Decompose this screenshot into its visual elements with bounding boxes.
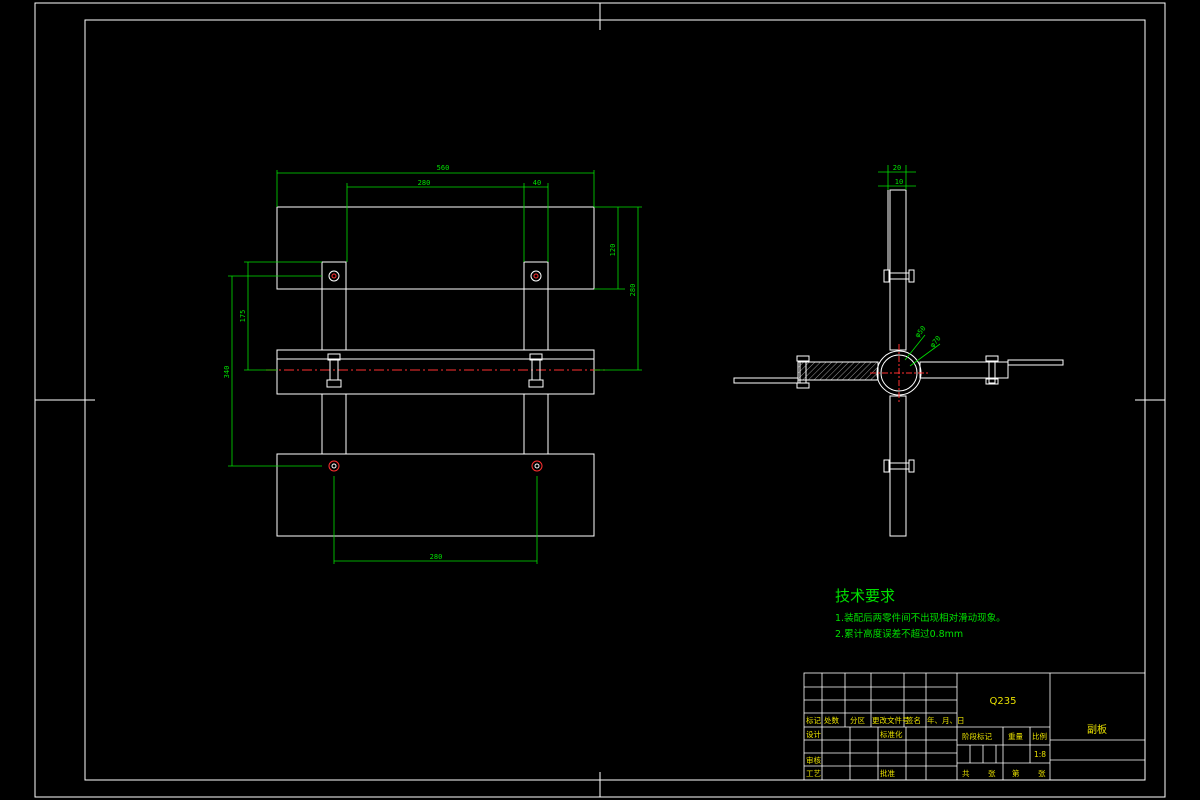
dim-bolt-spacing-top: 280 <box>418 179 431 187</box>
dim-left-long: 340 <box>223 366 231 379</box>
tb-date: 年、月、日 <box>927 715 965 725</box>
technical-requirements: 技术要求 1.装配后两零件间不出现相对滑动现象。 2.累计高度误差不超过0.8m… <box>835 587 1006 640</box>
tb-review: 审核 <box>806 755 821 765</box>
right-upper-bar <box>523 261 549 351</box>
lower-plate <box>276 453 595 537</box>
left-lower-bar <box>321 393 347 455</box>
tb-mark: 标记 <box>806 715 821 725</box>
tb-count: 处数 <box>824 715 839 725</box>
dim-right-height: 280 <box>629 284 637 297</box>
side-left-arm <box>733 377 799 384</box>
upper-plate <box>276 206 595 290</box>
dim-side-top-a: 20 <box>893 164 901 172</box>
tb-zone: 分区 <box>850 716 865 725</box>
title-block-texts: Q235 副板 标记 处数 分区 更改文件号 签名 年、月、日 设计 标准化 审… <box>806 696 1107 778</box>
side-right-thin-arm <box>1007 359 1064 366</box>
tb-process: 工艺 <box>806 769 821 778</box>
front-dimension-texts: 560 280 40 120 280 175 340 280 <box>223 164 637 561</box>
side-right-arm <box>919 361 1009 379</box>
left-upper-bar <box>321 261 347 351</box>
side-dimensions <box>878 165 941 367</box>
tb-stage-mark: 阶段标记 <box>962 731 992 741</box>
inner-frame <box>84 19 1146 781</box>
bolt-hole-upper-right <box>530 270 542 282</box>
bolt-hole-upper-left <box>328 270 340 282</box>
side-bolt-left <box>796 355 810 389</box>
right-lower-bar <box>523 393 549 455</box>
bolt-hole-lower-right <box>531 460 543 472</box>
requirement-item-1: 1.装配后两零件间不出现相对滑动现象。 <box>835 612 1006 624</box>
tb-sheet-total: 共 <box>962 769 970 778</box>
tb-scale-label: 比例 <box>1032 731 1047 741</box>
side-vertical-lower <box>889 395 907 537</box>
tb-signature: 签名 <box>906 715 921 725</box>
side-bolt-bottom <box>883 459 915 473</box>
dim-circle-outer: φ70 <box>928 334 942 349</box>
side-view <box>733 189 1064 537</box>
dim-bolt-spacing-bottom: 280 <box>430 553 443 561</box>
sheet-border <box>34 2 1166 798</box>
tb-design: 设计 <box>806 729 821 739</box>
tb-standardization: 标准化 <box>880 729 903 739</box>
bolt-left <box>326 353 342 388</box>
centering-marks <box>35 3 1165 797</box>
dim-overall-width: 560 <box>437 164 450 172</box>
requirements-title: 技术要求 <box>835 587 895 605</box>
side-vertical-upper <box>889 189 907 351</box>
tb-sheet-no: 第 <box>1012 768 1020 778</box>
front-dimensions <box>228 170 642 564</box>
dim-plate-width: 40 <box>533 179 541 187</box>
tb-approve: 批准 <box>880 768 895 778</box>
material-label: Q235 <box>990 696 1017 707</box>
side-left-hatched-block <box>797 361 879 381</box>
tb-sheet-no-unit: 张 <box>1038 769 1046 778</box>
dim-circle-inner: φ50 <box>913 324 927 339</box>
front-view <box>266 206 605 537</box>
side-bolt-top <box>883 269 915 283</box>
side-pipe-inner <box>880 354 918 392</box>
tb-weight: 重量 <box>1008 732 1023 741</box>
bolt-right <box>528 353 544 388</box>
dim-left-short: 175 <box>239 310 247 323</box>
requirement-item-2: 2.累计高度误差不超过0.8mm <box>835 628 963 640</box>
tb-change-doc: 更改文件号 <box>872 715 910 725</box>
dim-side-top-b: 10 <box>895 178 903 186</box>
tb-scale-value: 1:8 <box>1034 750 1046 759</box>
bolt-hole-lower-left <box>328 460 340 472</box>
side-bolt-right <box>985 355 999 385</box>
part-name: 副板 <box>1087 723 1107 736</box>
outer-border <box>34 2 1166 798</box>
tb-sheet-total-unit: 张 <box>988 769 996 778</box>
side-dimension-texts: 20 10 φ50 φ70 <box>893 164 943 349</box>
dim-upper-height: 120 <box>609 244 617 257</box>
title-block <box>803 672 1146 781</box>
middle-beam <box>276 349 595 395</box>
